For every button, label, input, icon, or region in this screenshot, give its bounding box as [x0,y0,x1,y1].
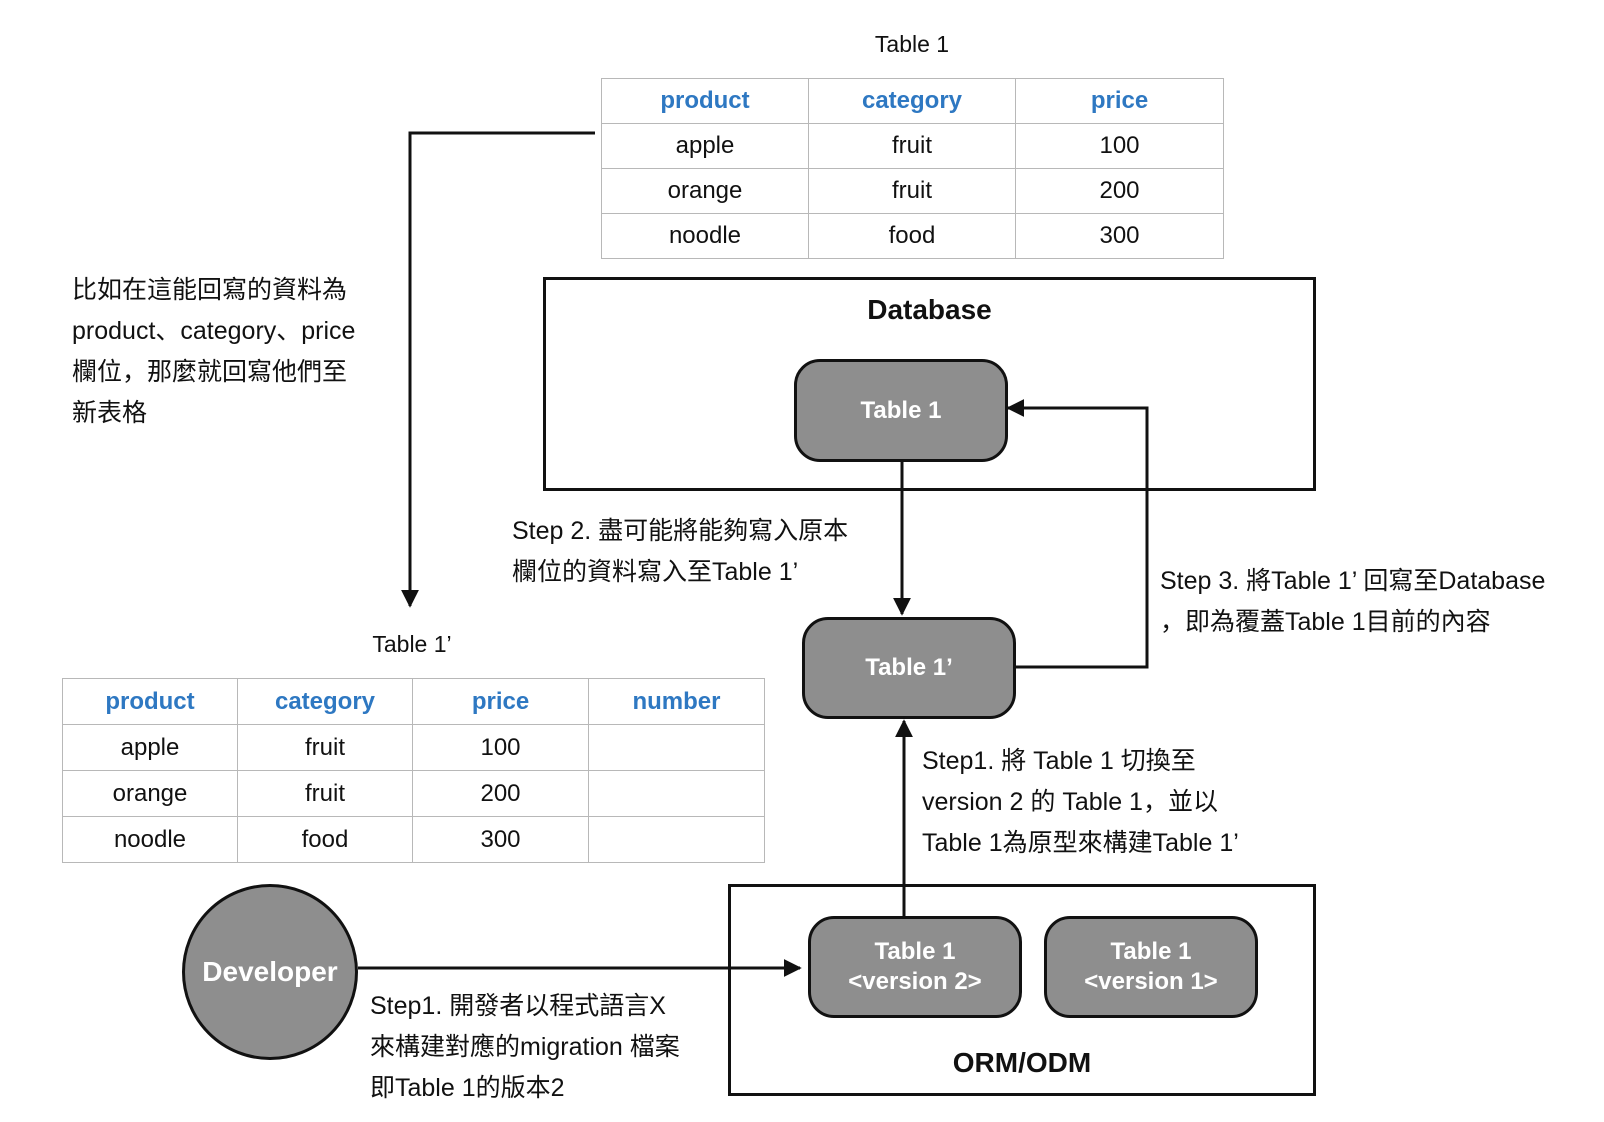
note-left-line: 欄位，那麼就回寫他們至 [72,358,348,386]
table-cell: 300 [1015,213,1224,259]
table1-header-price: price [1015,78,1224,124]
developer-node: Developer [182,884,358,1060]
table1-prime-node: Table 1’ [802,617,1016,719]
table-cell: orange [62,770,238,817]
developer-label: Developer [202,956,338,987]
note-left-line: product、category、price [72,317,356,345]
orm-title: ORM/ODM [952,1047,1092,1078]
table-row: noodle food 300 [601,213,1224,259]
table1-header-row: product category price [601,78,1224,124]
version1-line1: Table 1 [1110,938,1192,965]
step1-right-line: Table 1為原型來構建Table 1’ [922,829,1239,857]
table1-prime-header-category: category [237,678,413,725]
table-cell: noodle [601,213,809,259]
table-cell [588,816,765,863]
step2-text: Step 2. 盡可能將能夠寫入原本 欄位的資料寫入至Table 1’ [512,511,848,593]
table-cell: fruit [808,168,1016,214]
step1-right-line: Step1. 將 Table 1 切換至 [922,747,1196,775]
table-cell: fruit [808,123,1016,169]
table1-header-product: product [601,78,809,124]
database-table1-node-label: Table 1 [860,396,942,424]
table-cell: orange [601,168,809,214]
step3-text: Step 3. 將Table 1’ 回寫至Database ，即為覆蓋Table… [1160,561,1545,643]
table-cell: food [808,213,1016,259]
table-cell: fruit [237,770,413,817]
table-cell: 200 [412,770,589,817]
note-left-line: 比如在這能回寫的資料為 [72,276,348,304]
database-title: Database [867,294,992,325]
arrow-table1-to-table1-prime [401,131,595,608]
table-row: orange fruit 200 [601,168,1224,214]
step3-line: ，即為覆蓋Table 1目前的內容 [1160,608,1491,636]
version1-line2: <version 1> [1084,968,1218,995]
note-left: 比如在這能回寫的資料為 product、category、price 欄位，那麼… [72,270,355,434]
note-left-line: 新表格 [72,399,148,427]
table-cell [588,770,765,817]
orm-frame: ORM/ODM [728,884,1316,1096]
table-cell: 100 [1015,123,1224,169]
orm-table1-version2-node: Table 1 <version 2> [808,916,1022,1018]
table1-prime-header-product: product [62,678,238,725]
table-cell: apple [62,724,238,771]
table-cell: 100 [412,724,589,771]
table-row: orange fruit 200 [62,770,765,817]
version2-line2: <version 2> [848,968,982,995]
step1-right-line: version 2 的 Table 1，並以 [922,788,1218,816]
table-row: apple fruit 100 [601,123,1224,169]
table1-prime: product category price number apple frui… [62,678,765,863]
table-cell: 300 [412,816,589,863]
step2-line: Step 2. 盡可能將能夠寫入原本 [512,517,849,545]
table-cell: apple [601,123,809,169]
orm-table1-version1-node: Table 1 <version 1> [1044,916,1258,1018]
database-table1-node: Table 1 [794,359,1008,462]
step1-bottom-line: 來構建對應的migration 檔案 [370,1033,680,1061]
table1-prime-node-label: Table 1’ [865,654,953,681]
table1-header-category: category [808,78,1016,124]
table-cell: 200 [1015,168,1224,214]
arrow-table1-prime-node-to-db [1006,399,1149,669]
table-cell: food [237,816,413,863]
step1-bottom-text: Step1. 開發者以程式語言X 來構建對應的migration 檔案 即Tab… [370,986,680,1109]
table-row: noodle food 300 [62,816,765,863]
table1-prime-header-price: price [412,678,589,725]
table-cell: noodle [62,816,238,863]
step1-right-text: Step1. 將 Table 1 切換至 version 2 的 Table 1… [922,741,1239,864]
step3-line: Step 3. 將Table 1’ 回寫至Database [1160,567,1546,595]
table1-title: Table 1 [874,31,950,57]
step1-bottom-line: Step1. 開發者以程式語言X [370,992,666,1020]
version2-line1: Table 1 [874,938,956,965]
table-cell: fruit [237,724,413,771]
step2-line: 欄位的資料寫入至Table 1’ [512,558,799,586]
table1-prime-header-row: product category price number [62,678,765,725]
table1: product category price apple fruit 100 o… [601,78,1224,259]
table1-prime-title: Table 1’ [372,631,452,657]
step1-bottom-line: 即Table 1的版本2 [370,1074,565,1102]
table-row: apple fruit 100 [62,724,765,771]
database-frame: Database [543,277,1316,491]
table-cell [588,724,765,771]
table1-prime-header-number: number [588,678,765,725]
